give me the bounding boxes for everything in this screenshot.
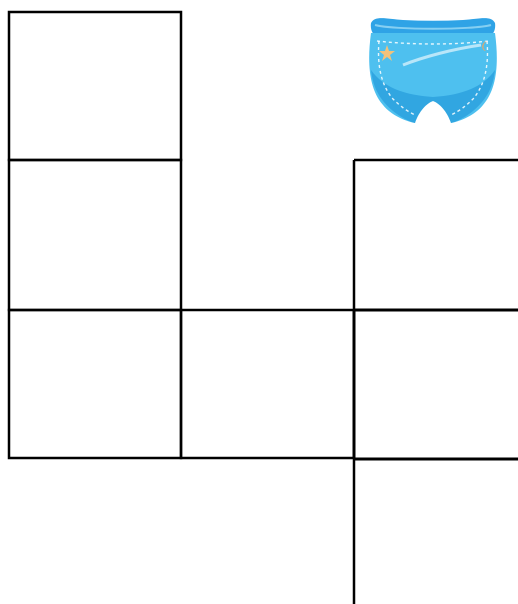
grid-cell[interactable] — [354, 459, 518, 604]
grid-cell[interactable] — [181, 310, 354, 458]
grid-cell[interactable] — [354, 160, 518, 310]
diaper-icon — [369, 18, 497, 123]
grid-cell[interactable] — [9, 12, 181, 160]
grid-cell[interactable] — [354, 310, 518, 459]
grid-cell[interactable] — [9, 310, 181, 458]
grid-cell[interactable] — [9, 160, 181, 310]
